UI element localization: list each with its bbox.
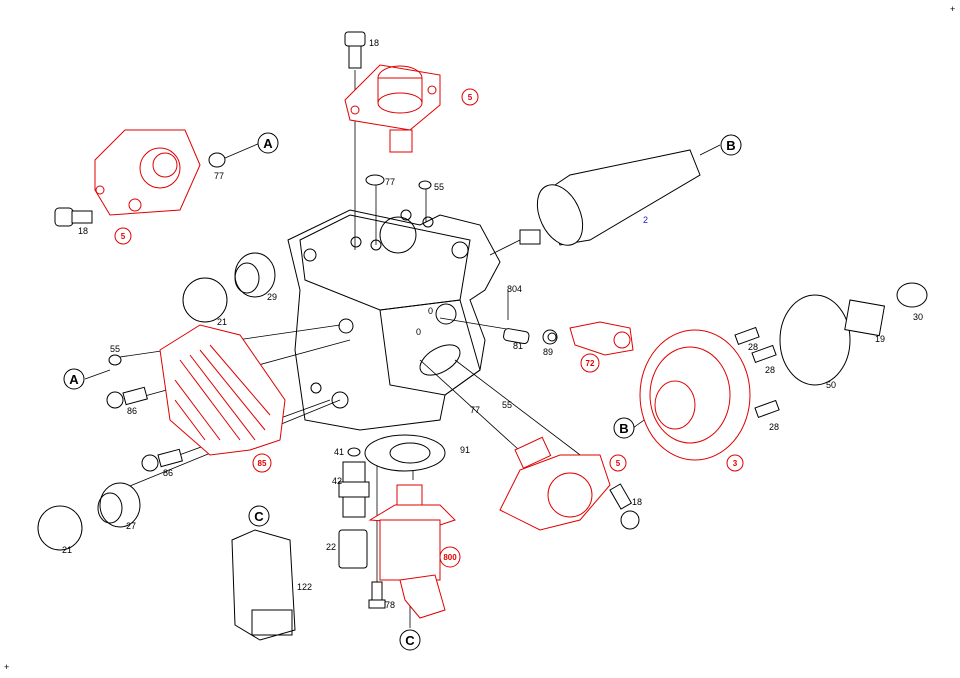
pump-housing	[287, 209, 501, 431]
label-18: 18	[632, 497, 642, 507]
connector-c: C	[254, 509, 264, 524]
label-72: 72	[586, 359, 595, 368]
part-5-top	[344, 64, 441, 153]
label-89: 89	[543, 347, 553, 357]
label-21: 21	[217, 317, 227, 327]
label-19: 19	[875, 334, 885, 344]
cap-21-bottom	[37, 505, 83, 551]
label-21: 21	[62, 545, 72, 555]
connector-b: B	[619, 421, 628, 436]
label-86: 86	[127, 406, 137, 416]
part-5-bottom	[499, 436, 611, 531]
label-30: 30	[913, 312, 923, 322]
screw-18-bottom	[609, 483, 640, 530]
label-77: 77	[385, 177, 395, 187]
label-29: 29	[267, 292, 277, 302]
pump-element-2	[519, 149, 701, 246]
sleeve-22	[338, 529, 368, 569]
seal-77-top	[365, 174, 385, 186]
label-77: 77	[214, 171, 224, 181]
label-22: 22	[326, 542, 336, 552]
label-85: 85	[258, 459, 267, 468]
screw-28-a	[734, 326, 760, 346]
label-77: 77	[470, 405, 480, 415]
ring-55-top	[418, 180, 432, 190]
screw-28-c	[754, 399, 780, 419]
label-55: 55	[110, 344, 120, 354]
flange-3	[639, 329, 751, 461]
screw-18-top	[344, 31, 366, 69]
label-81: 81	[513, 341, 523, 351]
ring-55-left	[108, 354, 122, 366]
label-0: 0	[428, 306, 433, 316]
connector-a: A	[69, 372, 79, 387]
fitting-42	[338, 461, 370, 518]
oring-50	[779, 294, 851, 386]
label-122: 122	[297, 582, 312, 592]
connector-c: C	[405, 633, 415, 648]
label-804: 804	[507, 284, 522, 294]
tool-122	[231, 529, 296, 641]
cap-21-top	[182, 277, 228, 323]
bushing-30	[896, 282, 928, 308]
metering-valve-800	[368, 484, 456, 619]
screw-78	[368, 581, 386, 609]
corner-mark: +	[4, 662, 9, 672]
corner-mark: +	[950, 4, 955, 14]
cover-85	[159, 324, 286, 456]
part-5-left	[94, 129, 201, 216]
label-3: 3	[733, 459, 738, 468]
screw-28-b	[751, 344, 777, 364]
label-18: 18	[78, 226, 88, 236]
screw-18-left	[54, 207, 93, 227]
screw-86-lower	[141, 448, 183, 472]
ring-41	[347, 447, 361, 457]
ring-89	[542, 329, 558, 345]
cap-27	[97, 482, 141, 528]
label-0: 0	[416, 327, 421, 337]
cap-29	[234, 252, 276, 298]
valve-72	[569, 321, 634, 356]
part-labels: 18 77 55 77 18 29 21 804 0 0 81 89 55 86…	[62, 38, 923, 610]
label-2: 2	[643, 215, 648, 225]
label-42: 42	[332, 476, 342, 486]
seal-77-left	[208, 152, 226, 168]
label-41: 41	[334, 447, 344, 457]
bushing-19	[844, 299, 886, 337]
label-55: 55	[502, 400, 512, 410]
label-28: 28	[765, 365, 775, 375]
label-5: 5	[121, 232, 126, 241]
screw-86-upper	[106, 386, 148, 409]
connector-a: A	[263, 136, 273, 151]
label-55: 55	[434, 182, 444, 192]
connector-labels: A A B B C C	[63, 132, 742, 651]
connector-b: B	[726, 138, 735, 153]
label-91: 91	[460, 445, 470, 455]
label-78: 78	[385, 600, 395, 610]
label-86: 86	[163, 468, 173, 478]
gasket-91	[364, 434, 446, 472]
label-18: 18	[369, 38, 379, 48]
pin-81	[503, 328, 530, 345]
label-27: 27	[126, 521, 136, 531]
label-28: 28	[748, 342, 758, 352]
label-5: 5	[616, 459, 621, 468]
label-5: 5	[468, 93, 473, 102]
label-28: 28	[769, 422, 779, 432]
label-800: 800	[443, 553, 457, 562]
label-50: 50	[826, 380, 836, 390]
highlight-labels: 5 5 72 85 800 5 3	[114, 88, 744, 568]
